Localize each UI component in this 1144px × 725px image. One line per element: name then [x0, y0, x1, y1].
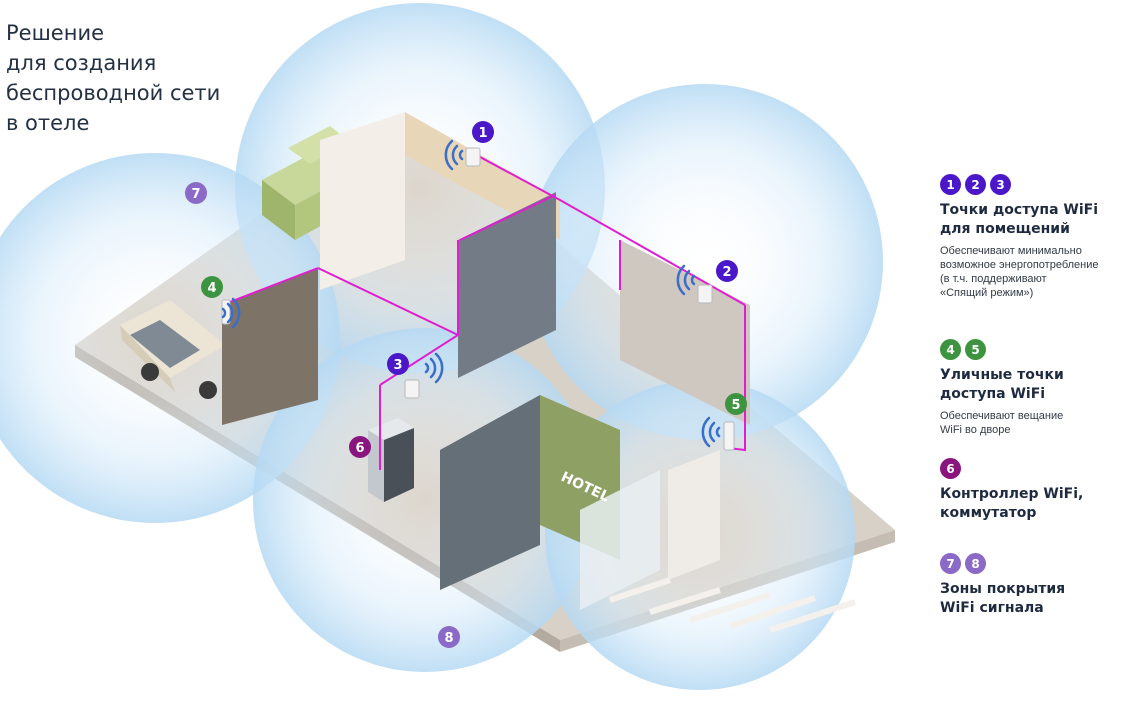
wifi-signal-icon: [701, 416, 721, 448]
legend-title: Контроллер WiFi, коммутатор: [940, 485, 1140, 523]
access-point-device: [697, 284, 713, 304]
legend-badges: 1 2 3: [940, 174, 1140, 195]
legend-title-line: для помещений: [940, 221, 1070, 237]
legend-title: Уличные точки доступа WiFi: [940, 366, 1140, 404]
legend-badge: 3: [990, 174, 1011, 195]
marker-2: 2: [716, 260, 738, 282]
legend-title-line: Точки доступа WiFi: [940, 202, 1099, 218]
marker-6: 6: [349, 436, 371, 458]
marker-4: 4: [201, 276, 223, 298]
title-line: для создания: [6, 51, 157, 75]
marker-1: 1: [472, 121, 494, 143]
access-point-device: [465, 147, 481, 167]
legend-desc-line: Обеспечивают минимально: [940, 245, 1082, 257]
legend-badge: 7: [940, 553, 961, 574]
legend-description: Обеспечивают минимально возможное энерго…: [940, 244, 1140, 300]
page-title: Решение для создания беспроводной сети в…: [6, 18, 220, 138]
svg-text:6: 6: [355, 441, 364, 456]
wifi-signal-icon: [444, 139, 464, 171]
marker-7: 7: [185, 182, 207, 204]
wifi-signal-icon: [424, 352, 444, 384]
marker-3: 3: [387, 353, 409, 375]
legend-title: Точки доступа WiFi для помещений: [940, 201, 1140, 239]
legend-title-line: доступа WiFi: [940, 386, 1046, 402]
legend-badges: 7 8: [940, 553, 1140, 574]
legend-badges: 6: [940, 458, 1140, 479]
legend-badge: 8: [965, 553, 986, 574]
building-walls: [222, 112, 750, 610]
legend-desc-line: Обеспечивают вещание: [940, 410, 1064, 422]
svg-text:5: 5: [731, 398, 740, 413]
legend-description: Обеспечивают вещание WiFi во дворе: [940, 409, 1140, 437]
parking-stripes: [609, 577, 856, 633]
title-line: в отеле: [6, 111, 90, 135]
legend-outdoor-ap: 4 5 Уличные точки доступа WiFi Обеспечив…: [940, 339, 1140, 437]
legend-badge: 5: [965, 339, 986, 360]
legend-title-line: Зоны покрытия: [940, 581, 1066, 597]
legend-controller: 6 Контроллер WiFi, коммутатор: [940, 458, 1140, 523]
legend-badges: 4 5: [940, 339, 1140, 360]
svg-text:4: 4: [207, 281, 216, 296]
legend-desc-line: возможное энергопотребление: [940, 259, 1099, 271]
wifi-signal-icon: [221, 297, 241, 329]
title-line: беспроводной сети: [6, 81, 221, 105]
legend-desc-line: WiFi во дворе: [940, 424, 1011, 436]
car: [120, 300, 225, 399]
legend-title-line: Уличные точки: [940, 367, 1064, 383]
legend-desc-line: «Спящий режим»): [940, 287, 1034, 299]
access-point-device: [404, 379, 420, 399]
legend-badge: 6: [940, 458, 961, 479]
legend-badge: 1: [940, 174, 961, 195]
svg-text:7: 7: [191, 187, 200, 202]
svg-text:2: 2: [722, 265, 731, 280]
marker-5: 5: [725, 393, 747, 415]
title-line: Решение: [6, 21, 105, 45]
svg-text:1: 1: [478, 126, 487, 141]
legend-coverage: 7 8 Зоны покрытия WiFi сигнала: [940, 553, 1140, 618]
access-point-devices: [221, 147, 735, 451]
legend-title-line: WiFi сигнала: [940, 600, 1044, 616]
legend-indoor-ap: 1 2 3 Точки доступа WiFi для помещений О…: [940, 174, 1140, 300]
coverage-zone-circle: [527, 84, 883, 440]
marker-8: 8: [438, 626, 460, 648]
legend-title: Зоны покрытия WiFi сигнала: [940, 580, 1140, 618]
legend-badge: 2: [965, 174, 986, 195]
legend-badge: 4: [940, 339, 961, 360]
legend-title-line: коммутатор: [940, 505, 1037, 521]
server-rack: [368, 418, 414, 502]
svg-text:8: 8: [444, 631, 453, 646]
wifi-signal-icon: [676, 264, 696, 296]
legend-desc-line: (в т.ч. поддерживают: [940, 273, 1047, 285]
legend-title-line: Контроллер WiFi,: [940, 486, 1084, 502]
access-point-device: [723, 421, 735, 451]
svg-text:3: 3: [393, 358, 402, 373]
